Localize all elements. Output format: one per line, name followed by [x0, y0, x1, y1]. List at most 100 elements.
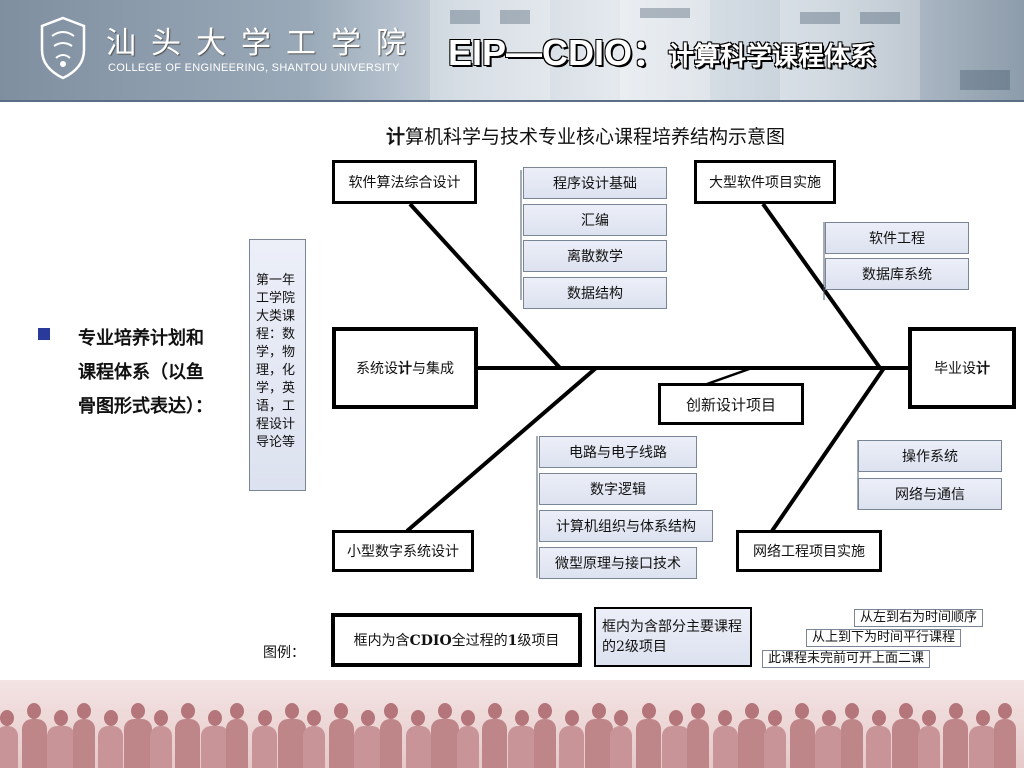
- person-figure: [840, 703, 863, 768]
- legend-level1-text: 框内为含CDIO全过程的1级项目: [354, 630, 560, 650]
- person-figure: [149, 710, 172, 768]
- person-figure: [200, 710, 229, 768]
- small-digital-system-box: 小型数字系统设计: [332, 530, 474, 572]
- legend-note: 从上到下为时间平行课程: [806, 629, 962, 647]
- course-box: 计算机组织与体系结构: [539, 510, 713, 542]
- legend-note: 此课程未完前可开上面二课: [762, 650, 931, 668]
- person-figure: [252, 710, 277, 768]
- legend-level1-mid: 全过程的: [451, 633, 508, 649]
- legend-level2-box: 框内为含部分主要课程的2级项目: [594, 607, 752, 667]
- person-figure: [968, 710, 997, 768]
- course-label: 数据结构: [567, 286, 623, 302]
- software-algorithm-design-box: 软件算法综合设计: [332, 160, 477, 204]
- slide-header-title: EIP—CDIO：计算科学课程体系: [448, 24, 876, 76]
- course-box: 网络与通信: [858, 478, 1002, 510]
- first-year-courses-box: 第一年工学院大类课程：数学，物理，化学，英语，工程设计导论等: [249, 239, 306, 491]
- person-figure: [277, 703, 306, 768]
- person-figure: [533, 703, 556, 768]
- system-design-integration-label: 系统设计与集成: [356, 358, 454, 378]
- person-figure: [431, 703, 460, 768]
- person-figure: [354, 710, 383, 768]
- person-figure: [610, 710, 633, 768]
- person-figure: [482, 703, 508, 768]
- header-title-cn: 计算科学课程体系: [668, 42, 877, 72]
- innovation-design-box: 创新设计项目: [658, 383, 804, 425]
- diagram-title: 计算机科学与技术专业核心课程培养结构示意图: [386, 122, 785, 149]
- legend-level1-post: 级项目: [517, 633, 560, 649]
- legend-note: 从左到右为时间顺序: [854, 609, 984, 627]
- graduation-bold: 计: [976, 361, 990, 377]
- header-banner: 汕头大学工学院 COLLEGE OF ENGINEERING, SHANTOU …: [0, 0, 1024, 100]
- course-box: 软件工程: [825, 222, 969, 254]
- legend-level1-num: 1: [507, 633, 518, 649]
- course-box: 数据结构: [523, 277, 667, 309]
- diagram-title-rest: 算机科学与技术专业核心课程培养结构示意图: [405, 126, 786, 148]
- legend-level1-cdio: CDIO: [409, 633, 452, 649]
- small-digital-system-label: 小型数字系统设计: [347, 544, 459, 560]
- person-figure: [764, 710, 786, 768]
- innovation-design-label: 创新设计项目: [685, 395, 776, 414]
- person-figure: [124, 703, 152, 768]
- school-name-cn: 汕头大学工学院: [106, 26, 421, 61]
- person-figure: [328, 703, 354, 768]
- person-figure: [687, 703, 710, 768]
- course-label: 汇编: [581, 213, 609, 229]
- course-label: 数据库系统: [862, 267, 932, 283]
- legend-level2-text: 框内为含部分主要课程的2级项目: [602, 619, 742, 655]
- person-figure: [712, 710, 738, 768]
- person-figure: [21, 703, 47, 768]
- course-box: 汇编: [523, 204, 667, 236]
- footer-people-band: [0, 680, 1024, 768]
- graduation-design-box: 毕业设计: [908, 327, 1016, 409]
- diagram-title-bold: 计: [386, 126, 406, 148]
- bullet-text: 专业培养计划和课程体系（以鱼骨图形式表达）：: [78, 328, 213, 417]
- header-divider: [0, 100, 1024, 102]
- course-box: 离散数学: [523, 240, 667, 272]
- person-figure: [380, 703, 402, 768]
- course-box: 电路与电子线路: [539, 436, 697, 468]
- network-project-box: 网络工程项目实施: [736, 530, 882, 572]
- large-software-project-box: 大型软件项目实施: [694, 160, 836, 204]
- legend-level1-box: 框内为含CDIO全过程的1级项目: [331, 613, 582, 667]
- university-logo-icon: [40, 16, 86, 80]
- person-figure: [789, 703, 815, 768]
- person-figure: [98, 710, 124, 768]
- course-box: 数据库系统: [825, 258, 969, 290]
- person-figure: [917, 710, 940, 768]
- course-label: 数字逻辑: [590, 482, 646, 498]
- person-figure: [226, 703, 249, 768]
- person-figure: [175, 703, 201, 768]
- system-design-pre: 系统设: [356, 361, 398, 377]
- legend-level1-pre: 框内为含: [353, 633, 410, 649]
- bullet-marker: [38, 328, 50, 340]
- course-box: 操作系统: [858, 440, 1002, 472]
- person-figure: [892, 703, 920, 768]
- course-label: 电路与电子线路: [569, 445, 667, 461]
- course-label: 微型原理与接口技术: [555, 556, 681, 572]
- course-label: 程序设计基础: [553, 176, 637, 192]
- person-figure: [584, 703, 613, 768]
- person-figure: [661, 710, 690, 768]
- course-box: 数字逻辑: [539, 473, 697, 505]
- course-label: 网络与通信: [895, 487, 965, 503]
- person-figure: [636, 703, 661, 768]
- system-design-post: 与集成: [412, 361, 454, 377]
- course-box: 微型原理与接口技术: [539, 547, 697, 579]
- graduation-design-label: 毕业设计: [934, 358, 990, 378]
- network-project-label: 网络工程项目实施: [753, 544, 865, 560]
- legend-label: 图例：: [263, 645, 305, 661]
- person-figure: [405, 710, 431, 768]
- person-figure: [559, 710, 585, 768]
- header-title-en: EIP—CDIO：: [448, 32, 669, 73]
- person-figure: [943, 703, 969, 768]
- course-label: 离散数学: [567, 249, 623, 265]
- fishbone-diagram: [405, 170, 912, 578]
- person-figure: [815, 710, 844, 768]
- course-label: 操作系统: [902, 449, 958, 465]
- person-figure: [47, 710, 76, 768]
- system-design-bold: 计: [398, 361, 412, 377]
- course-label: 软件工程: [869, 231, 925, 247]
- software-algorithm-design-label: 软件算法综合设计: [348, 175, 461, 191]
- person-figure: [0, 710, 18, 768]
- person-figure: [456, 710, 479, 768]
